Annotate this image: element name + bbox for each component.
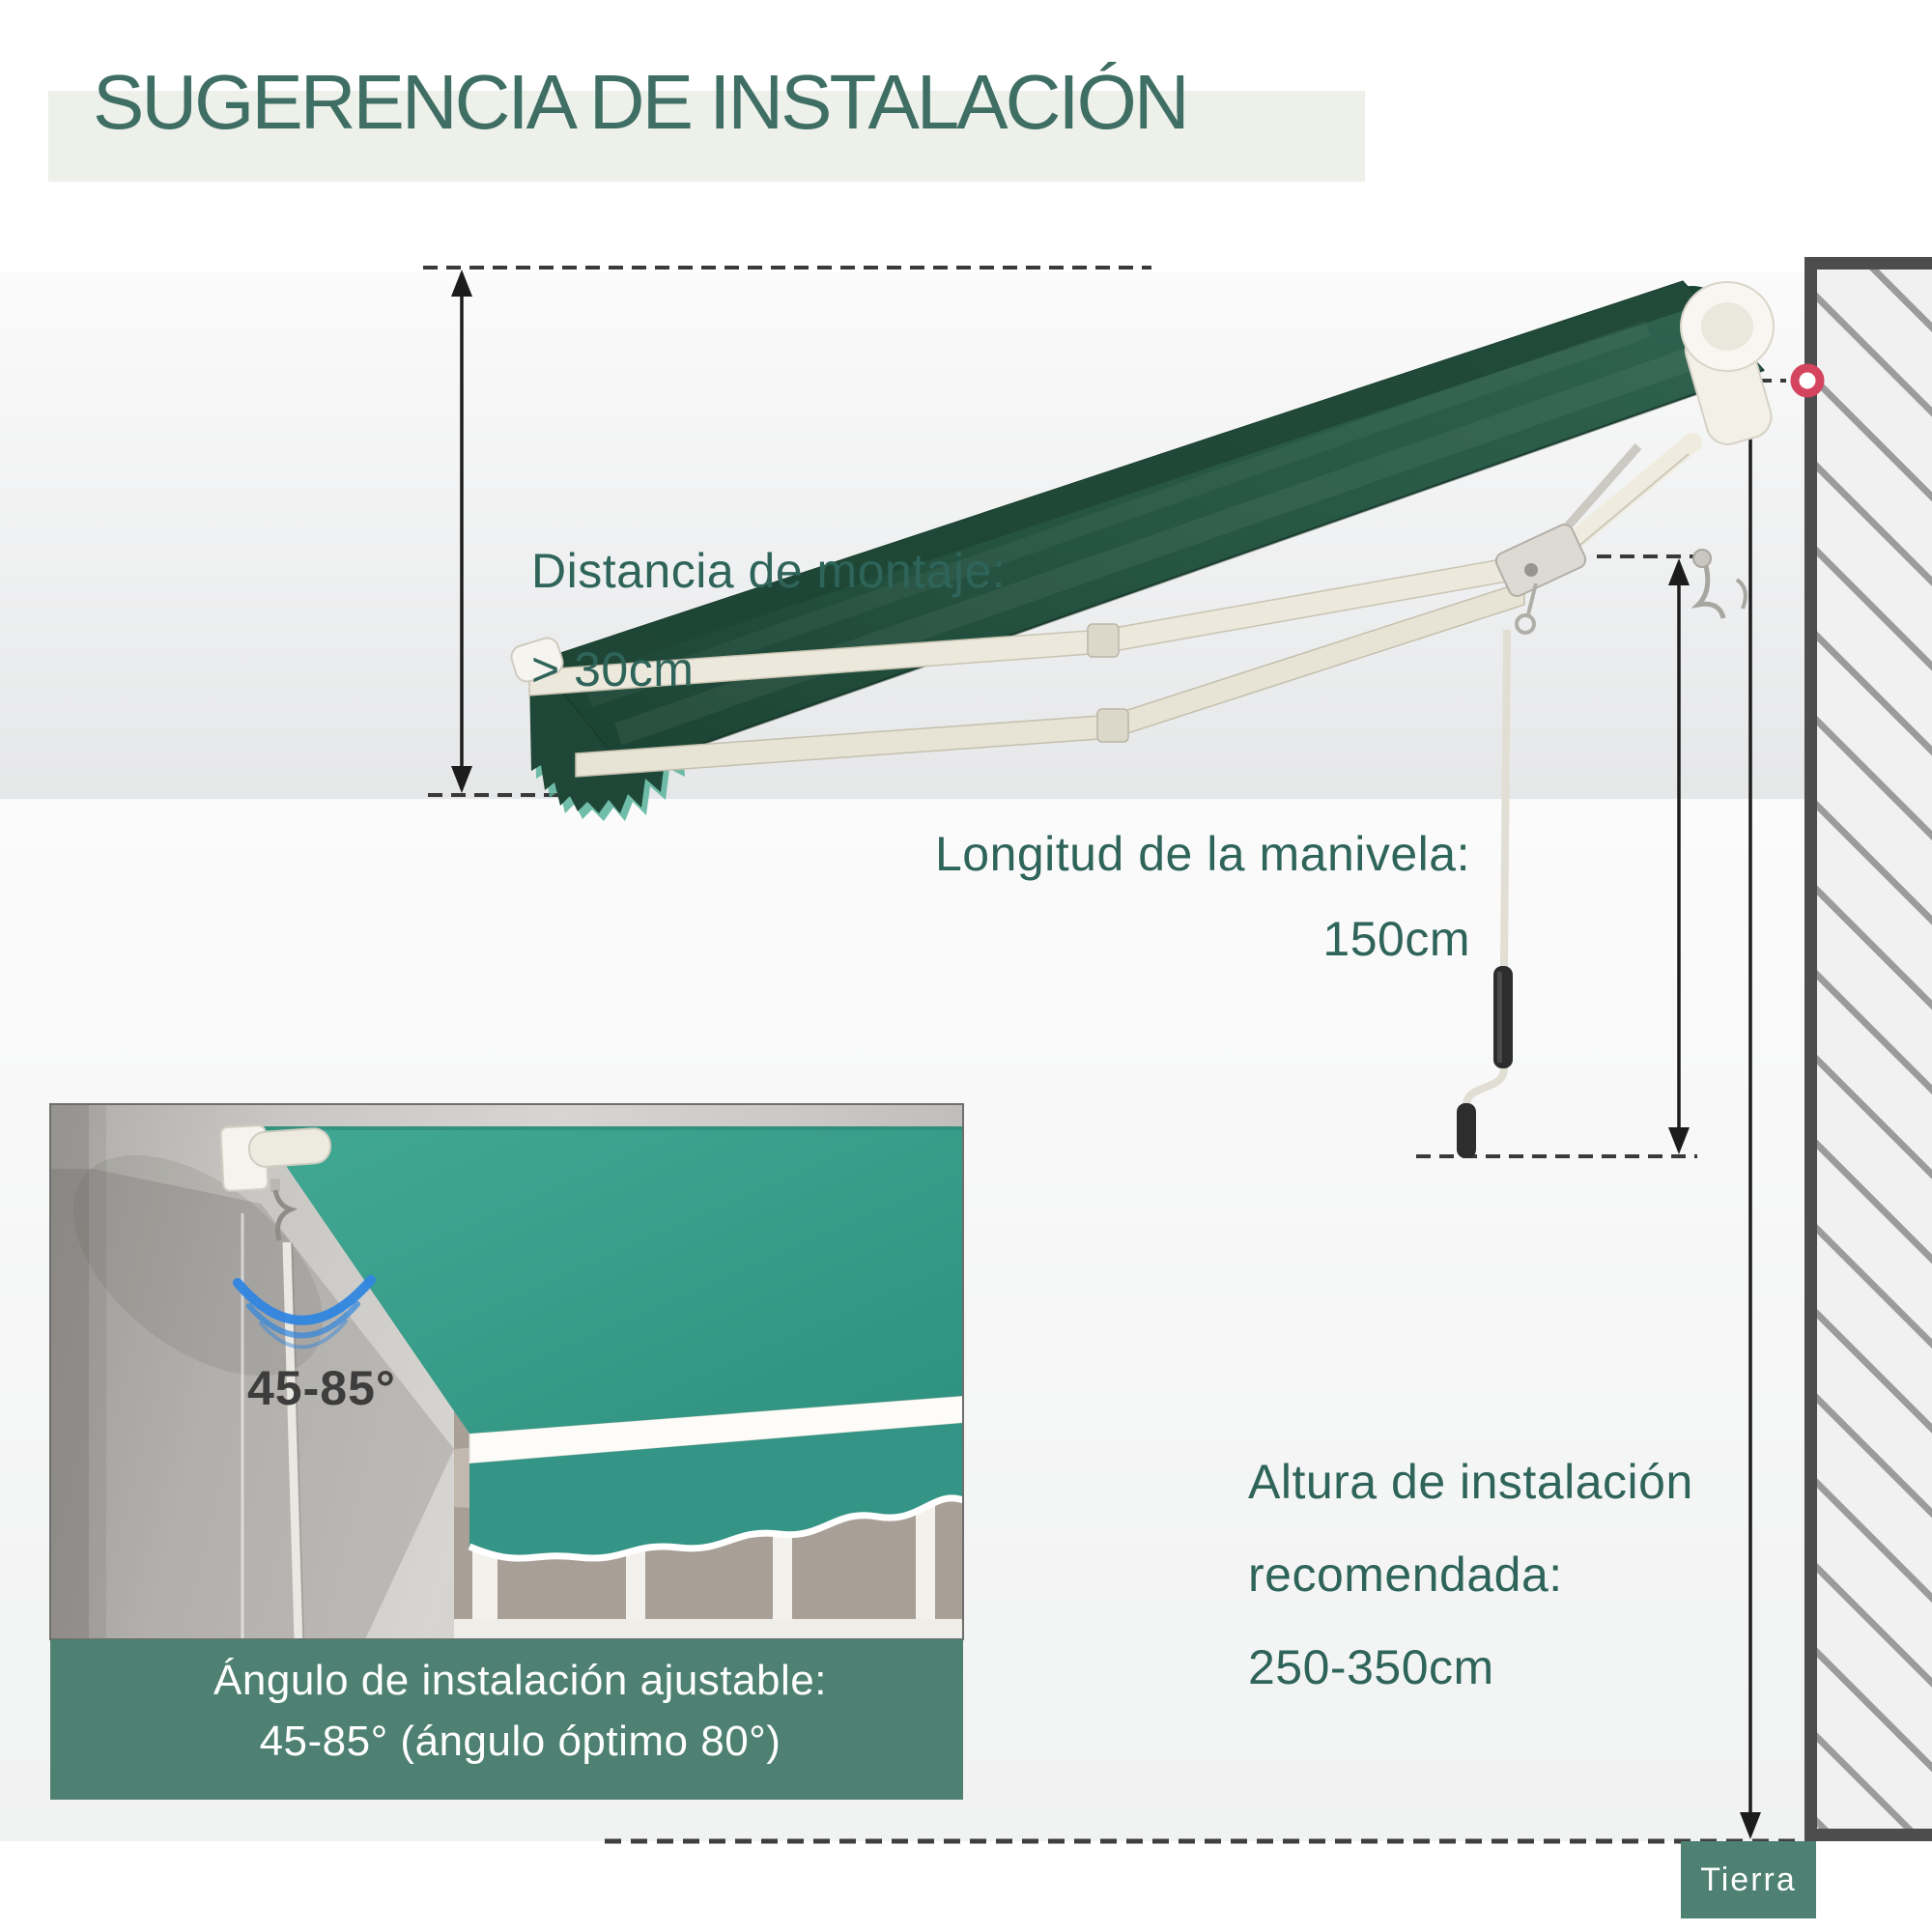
awning-illustration: [510, 280, 1775, 821]
inset-front-bar: [469, 1395, 963, 1464]
crank-length-arrow: [1668, 558, 1690, 1154]
crank-length-text: Longitud de la manivela:: [934, 827, 1470, 881]
elbow-joint: [1494, 524, 1587, 597]
title-band: [48, 91, 1365, 182]
bracket-hook: [1690, 565, 1726, 619]
bracket-bolt: [1692, 549, 1712, 568]
angle-range-badge: 45-85°: [247, 1361, 396, 1415]
bar-hinge: [1087, 623, 1120, 658]
installation-height-line2: recomendada:: [1248, 1548, 1563, 1602]
angle-arc-icon: [233, 1275, 376, 1350]
crank-length-value: 150cm: [1322, 912, 1470, 966]
bar-hinge-2: [1096, 708, 1129, 743]
mount-point-marker: [1790, 363, 1825, 398]
inset-hook: [272, 1189, 298, 1241]
angle-caption: Ángulo de instalación ajustable: 45-85° …: [50, 1650, 963, 1772]
installation-height-label: Altura de instalación recomendada: 250-3…: [1248, 1435, 1693, 1714]
front-bar-end-cap: [510, 637, 564, 683]
crank-handle: [1457, 582, 1538, 1158]
window-sill: [454, 1619, 963, 1639]
mounting-distance-value: > 30cm: [531, 642, 695, 696]
installation-height-value: 250-350cm: [1248, 1640, 1494, 1694]
page-title: SUGERENCIA DE INSTALACIÓN: [93, 59, 1190, 145]
mounting-distance-arrow: [451, 270, 472, 793]
inset-valance: [469, 1423, 963, 1559]
ground-label: Tierra: [1681, 1841, 1816, 1918]
inset-roller: [247, 1127, 332, 1168]
angle-inset-photo: [49, 1103, 964, 1800]
crank-lower-grip: [1457, 1103, 1476, 1158]
mounting-distance-label: Distancia de montaje: > 30cm: [531, 522, 1006, 719]
crank-length-label: Longitud de la manivela: 150cm: [935, 811, 1470, 981]
wall: [1804, 257, 1932, 1841]
crank-hook-link: [1526, 582, 1538, 615]
inset-crank-rod: [282, 1241, 303, 1639]
valance-scallop-trim: [468, 1494, 963, 1562]
angle-caption-line2: 45-85° (ángulo óptimo 80°): [259, 1718, 781, 1765]
installation-height-line1: Altura de instalación: [1248, 1455, 1693, 1509]
wall-hatch: [1817, 270, 1932, 1829]
awning-shadow: [50, 1169, 454, 1639]
fabric-top-edge: [537, 281, 1702, 684]
angle-caption-line1: Ángulo de instalación ajustable:: [213, 1657, 827, 1704]
crank-rod: [1500, 629, 1511, 969]
crank-bend: [1463, 1067, 1508, 1106]
crank-hook-eye: [1515, 613, 1536, 635]
angle-caption-band: [50, 1639, 963, 1800]
inset-awning-fabric: [259, 1126, 963, 1434]
crank-upper-grip: [1493, 966, 1513, 1068]
mounting-distance-text: Distancia de montaje:: [531, 544, 1007, 598]
